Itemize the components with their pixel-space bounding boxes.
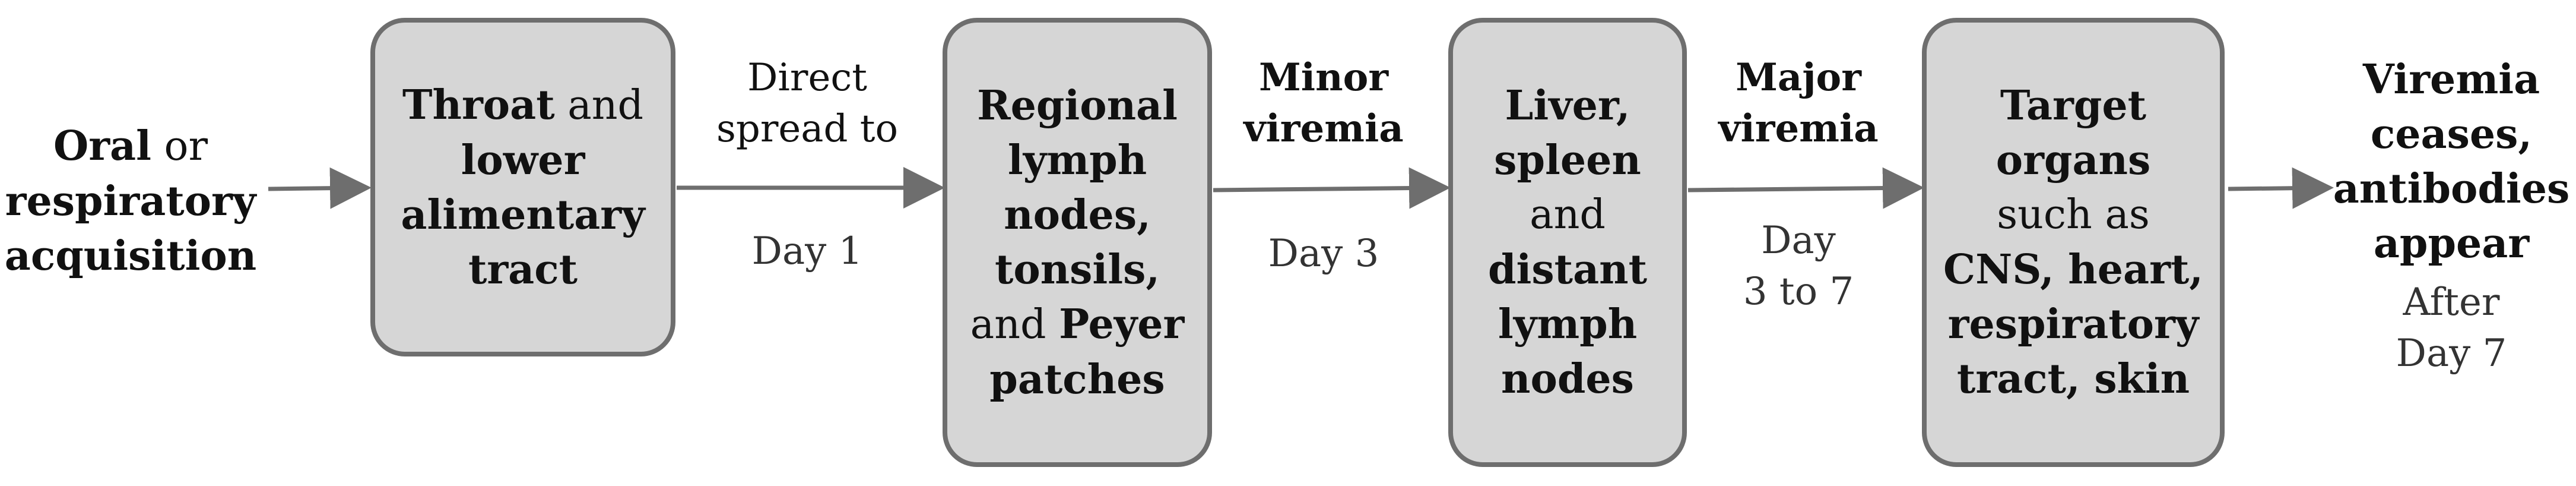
- start-text: Oral or respiratory acquisition: [0, 119, 261, 283]
- end-text: Viremia ceases, antibodies appear: [2333, 52, 2570, 271]
- step3-top-label: Major viremia: [1692, 52, 1905, 154]
- step2-viremia: viremia: [1243, 106, 1404, 151]
- stage2-patches: patches: [989, 355, 1165, 403]
- stage4-such-as: such as: [1997, 191, 2150, 238]
- step2-day: Day 3: [1268, 232, 1379, 276]
- stage-liver-spleen-box: Liver, spleen and distant lymph nodes: [1448, 18, 1687, 467]
- step1-day: Day 1: [751, 229, 863, 273]
- step3-viremia: viremia: [1718, 106, 1879, 151]
- stage2-lymph: lymph: [1007, 136, 1147, 184]
- arrow-stage3-to-stage4: [1687, 167, 1924, 209]
- stage4-respiratory: respiratory: [1947, 301, 2199, 348]
- stage3-distant: distant: [1488, 246, 1647, 294]
- stage-regional-lymph-box: Regional lymph nodes, tonsils, and Peyer…: [943, 18, 1212, 467]
- stage1-lower: lower: [461, 136, 585, 184]
- step1-top-label: Direct spread to: [689, 52, 926, 154]
- stage2-and: and: [970, 301, 1059, 348]
- stage4-cns-heart: CNS, heart,: [1943, 246, 2203, 294]
- stage3-liver: Liver,: [1505, 82, 1630, 130]
- end-after: After: [2403, 280, 2500, 324]
- stage3-lymph: lymph: [1498, 301, 1638, 348]
- end-viremia: Viremia: [2362, 56, 2540, 103]
- arrow-start-to-stage1: [268, 167, 372, 209]
- start-text-oral: Oral: [53, 122, 151, 170]
- stage2-peyer: Peyer: [1059, 300, 1185, 348]
- step3-day: Day: [1761, 219, 1836, 263]
- stage4-tract-skin: tract, skin: [1956, 355, 2190, 403]
- start-text-acquisition: acquisition: [4, 232, 257, 280]
- end-antibodies: antibodies: [2333, 165, 2570, 213]
- step3-3-to-7: 3 to 7: [1743, 270, 1854, 314]
- stage2-regional: Regional: [977, 81, 1178, 130]
- stage3-nodes: nodes: [1501, 355, 1634, 403]
- end-ceases: ceases,: [2370, 111, 2533, 158]
- stage1-tract: tract: [468, 245, 578, 294]
- step2-day-label: Day 3: [1217, 228, 1430, 279]
- start-text-or: or: [151, 123, 208, 170]
- stage1-and: and: [554, 81, 644, 129]
- step2-top-label: Minor viremia: [1217, 52, 1430, 154]
- stage4-target: Target: [2000, 82, 2147, 130]
- arrow-stage4-to-end: [2228, 167, 2334, 209]
- stage1-throat: Throat: [402, 81, 555, 129]
- end-day-7: Day 7: [2396, 332, 2507, 375]
- step2-minor: Minor: [1258, 55, 1389, 100]
- step1-spread-to: spread to: [716, 107, 898, 151]
- arrow-stage2-to-stage3: [1213, 167, 1451, 209]
- step3-day-label: Day 3 to 7: [1692, 215, 1905, 317]
- step1-day-label: Day 1: [689, 226, 926, 277]
- end-after-label: After Day 7: [2333, 277, 2570, 379]
- end-appear: appear: [2373, 220, 2530, 267]
- step1-direct: Direct: [747, 56, 867, 100]
- stage-target-organs-box: Target organs such as CNS, heart, respir…: [1922, 18, 2225, 467]
- stage3-and: and: [1530, 191, 1606, 238]
- stage4-organs: organs: [1996, 137, 2151, 184]
- step3-major: Major: [1736, 55, 1861, 100]
- stage-throat-box: Throat and lower alimentary tract: [370, 18, 675, 356]
- stage2-tonsils: tonsils,: [994, 245, 1160, 294]
- stage1-alimentary: alimentary: [401, 191, 645, 239]
- start-text-respiratory: respiratory: [5, 178, 256, 225]
- stage2-nodes: nodes,: [1004, 191, 1151, 239]
- stage3-spleen: spleen: [1494, 137, 1641, 184]
